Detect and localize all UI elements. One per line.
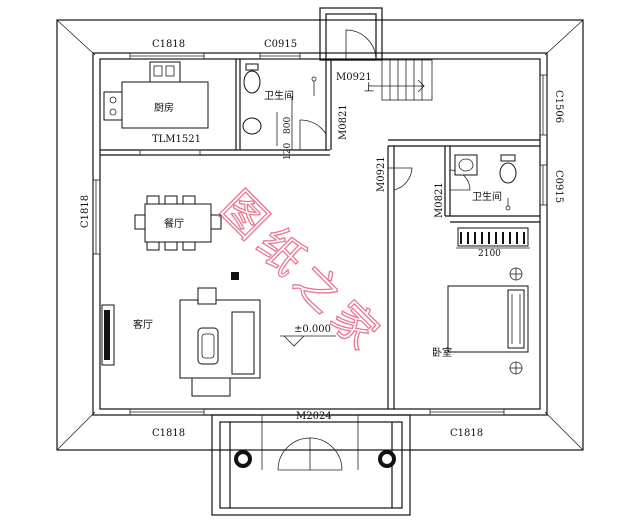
label-c0915-top: C0915 — [264, 39, 297, 50]
entry-porch — [211, 414, 411, 516]
label-bath1: 卫生间 — [264, 89, 294, 102]
label-m0821-a: M0821 — [338, 104, 349, 140]
label-c1506: C1506 — [553, 90, 564, 123]
label-bedroom: 卧室 — [432, 346, 452, 359]
label-m0821-b: M0821 — [434, 182, 445, 218]
doors — [277, 29, 471, 471]
bath1-fixtures — [242, 63, 317, 146]
stairs — [372, 59, 433, 101]
label-c1818-top: C1818 — [152, 39, 185, 50]
windows — [92, 52, 548, 416]
label-dim-800: 800 — [283, 117, 293, 134]
label-dim-120: 120 — [283, 143, 293, 160]
elevation-mark — [280, 335, 336, 347]
label-dining: 餐厅 — [164, 217, 184, 230]
label-tlm1521: TLM1521 — [152, 134, 201, 145]
interior-walls — [100, 59, 540, 409]
label-m2024: M2024 — [296, 411, 332, 422]
dining-set — [134, 195, 239, 280]
label-dim-2100: 2100 — [478, 249, 501, 259]
living-room-set — [101, 287, 261, 397]
label-m0921-stair: M0921 — [336, 72, 372, 83]
label-c0915-right: C0915 — [553, 170, 564, 203]
label-bath2: 卫生间 — [472, 190, 502, 203]
label-living: 客厅 — [133, 318, 153, 331]
bed — [447, 267, 529, 375]
dimension-lines — [291, 96, 530, 249]
label-stair-up: 上 — [364, 82, 374, 94]
label-kitchen: 厨房 — [154, 101, 174, 114]
label-c1818-bottom-left: C1818 — [152, 428, 185, 439]
kitchen-fixtures — [103, 61, 209, 129]
bath2-fixtures — [454, 154, 517, 211]
label-c1818-left: C1818 — [80, 195, 91, 228]
label-c1818-bottom-right: C1818 — [450, 428, 483, 439]
label-m0921-b: M0921 — [376, 156, 387, 192]
label-elevation: ±0.000 — [294, 324, 331, 335]
wardrobe — [457, 227, 529, 247]
